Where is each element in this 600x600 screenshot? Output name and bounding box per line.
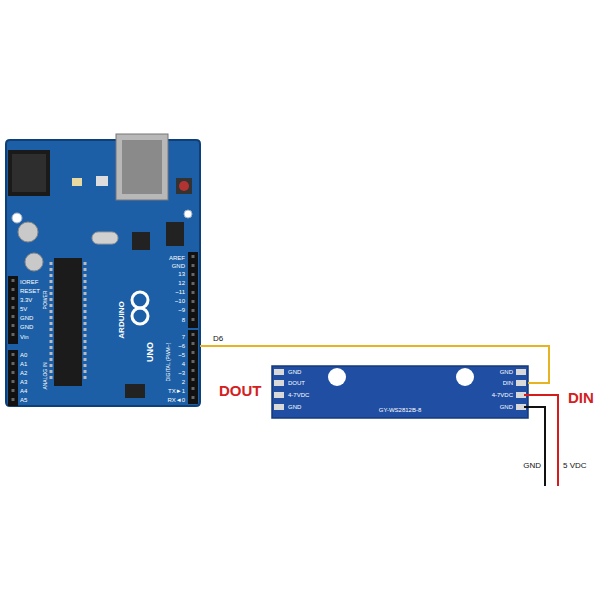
pin-label: GND [172,263,185,269]
logo-mark [132,292,148,308]
icsp-header [125,384,145,398]
crystal [92,232,118,244]
chip-pins [50,262,53,382]
pin-label: A3 [20,379,27,385]
header-group-label: POWER [43,291,48,310]
pin-label: A4 [20,388,27,394]
part-number: GY-WS2812B-8 [379,407,421,413]
board-outline [6,140,200,406]
signal-wire [200,346,549,383]
header-pins [12,279,15,342]
pad-label: 4-7VDC [492,392,513,398]
pin-label: TX►1 [168,388,185,394]
callout-label: DOUT [219,383,262,398]
reset-button [179,181,189,191]
gnd-wire [524,407,545,486]
solder-pad [274,380,284,386]
power-wires [524,395,558,486]
chip-pins [84,262,87,382]
pin-label: ~6 [178,343,185,349]
header-group-label: DIGITAL (PWM~) [166,343,171,382]
pad-label: DOUT [288,380,305,386]
logo-mark [132,308,148,324]
solder-pad [274,369,284,375]
pin-label: RESET [20,288,40,294]
smd-part [96,176,108,186]
pin-header [188,330,198,404]
pad-label: DIN [503,380,513,386]
pin-header [8,350,18,406]
pin-label: IOREF [20,279,38,285]
pin-header [8,276,18,344]
led-hole [328,368,346,386]
pin-label: 2 [182,379,185,385]
pin-label: 4 [182,361,185,367]
usb-port [122,140,162,194]
pin-label: AREF [169,255,185,261]
pin-label: ~9 [178,307,185,313]
mounting-hole [184,210,192,218]
dc-jack [8,150,50,196]
pin-header [188,252,198,328]
pin-label: ~11 [175,289,185,295]
board-model-text: UNO [146,342,155,362]
header-group-label: ANALOG IN [43,362,48,389]
callout-label: DIN [568,390,594,405]
arduino-board: ARDUINO UNO [6,140,200,406]
pin-label: A1 [20,361,27,367]
reset-button [176,178,192,194]
pin-label: ~5 [178,352,185,358]
led-hole [456,368,474,386]
solder-pad [516,369,526,375]
pad-label: 4-7VDC [288,392,309,398]
microcontroller [54,258,82,386]
pin-label: A0 [20,352,27,358]
pin-label: 13 [178,271,185,277]
smd-part [72,178,82,186]
power-wire [524,395,558,486]
capacitor [25,253,43,271]
pin-label: A5 [20,397,27,403]
solder-pad [274,392,284,398]
usb-chip [132,232,150,250]
pin-label: A2 [20,370,27,376]
mounting-hole [12,213,22,223]
solder-pad [274,404,284,410]
header-pins [192,333,195,402]
wire-label: 5 VDC [563,462,587,470]
solder-pad [516,380,526,386]
pin-label: RX◄0 [167,397,185,403]
pad-label: GND [288,404,301,410]
led-stick-art [272,366,528,418]
pin-label: 3.3V [20,297,32,303]
pin-label: ~10 [175,298,185,304]
led-stick: GY-WS2812B-8 [272,366,528,418]
pin-label: GND [20,324,33,330]
pad-label: GND [500,369,513,375]
arduino-board-art [6,134,200,406]
pin-label: ~3 [178,370,185,376]
pin-label: 12 [178,280,185,286]
pin-label: 5V [20,306,27,312]
usb-port [116,134,168,200]
pad-label: GND [288,369,301,375]
board-logo-text: ARDUINO [118,301,126,338]
capacitor [18,222,38,242]
pin-label: Vin [20,334,29,340]
header-pins [192,255,195,326]
pad-label: GND [500,404,513,410]
wire-label: GND [523,462,541,470]
led-stick-outline [272,366,528,418]
dc-jack [12,154,46,192]
pin-label: 7 [182,334,185,340]
icsp-header [166,222,184,246]
pin-label: 8 [182,317,185,323]
pin-label: GND [20,315,33,321]
header-pins [12,353,15,404]
wire-label: D6 [212,335,224,343]
